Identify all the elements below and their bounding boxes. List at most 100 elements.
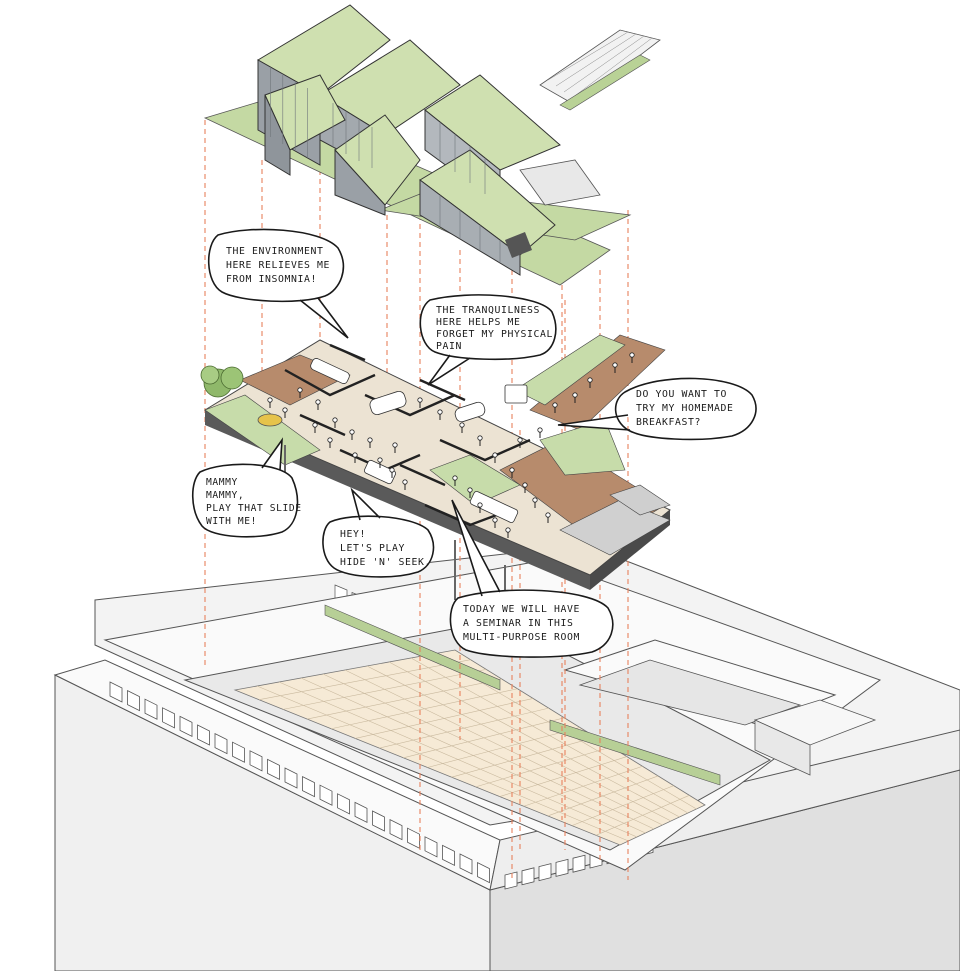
- window: [197, 724, 210, 746]
- tile-line: [278, 681, 638, 838]
- person-figure: [545, 512, 551, 518]
- window: [477, 861, 490, 884]
- bubble-text-seminar: TODAY WE WILL HAVE A SEMINAR IN THIS MUL…: [463, 603, 580, 645]
- person-figure: [367, 437, 373, 443]
- tile-line: [410, 657, 689, 814]
- tile-line: [366, 665, 672, 822]
- person-figure: [332, 417, 338, 423]
- speech-bubbles: [191, 228, 757, 658]
- window: [521, 867, 535, 886]
- person-figure: [312, 422, 318, 428]
- person-figure: [505, 527, 511, 533]
- window: [179, 715, 193, 738]
- bubble-line: TODAY WE WILL HAVE: [463, 604, 580, 615]
- courtyard-floor: [233, 649, 706, 846]
- person-figure: [477, 502, 483, 508]
- window: [389, 818, 403, 841]
- tile-line: [344, 669, 663, 826]
- window: [319, 784, 333, 806]
- bubble-line: PAIN: [436, 341, 462, 352]
- bubble-line: WITH ME!: [206, 516, 258, 527]
- bubble-line: A SEMINAR IN THIS: [463, 618, 574, 629]
- bubble-shape-insomnia: [207, 228, 349, 339]
- person-figure: [352, 452, 358, 458]
- person-figure: [349, 429, 355, 435]
- person-figure: [459, 422, 465, 428]
- bubble-line: BREAKFAST?: [636, 417, 701, 428]
- window: [442, 844, 455, 867]
- people-figures: [267, 352, 635, 538]
- bubble-line: PLAY THAT SLIDE: [206, 503, 302, 514]
- window: [337, 793, 350, 815]
- tile-line: [300, 677, 646, 834]
- window: [424, 836, 438, 858]
- tree: [200, 365, 244, 398]
- bubble-line: THE ENVIRONMENT: [226, 246, 324, 257]
- window: [249, 750, 263, 772]
- bubble-text-tranquilness: THE TRANQUILNESS HERE HELPS ME FORGET MY…: [436, 305, 553, 353]
- person-figure: [612, 362, 618, 368]
- bubble-line: LET'S PLAY: [340, 543, 405, 554]
- tile-line: [322, 673, 655, 830]
- bubble-line: MAMMY: [206, 477, 238, 488]
- bubble-shape-tranquilness: [419, 294, 557, 386]
- person-figure: [517, 437, 523, 443]
- courtyard-grid: [256, 653, 697, 842]
- bubble-text-breakfast: DO YOU WANT TO TRY MY HOMEMADE BREAKFAST…: [636, 388, 733, 430]
- bubble-line: HIDE 'N' SEEK.: [340, 557, 431, 568]
- bubble-text-slide: MAMMY MAMMY, PLAY THAT SLIDE WITH ME!: [206, 476, 302, 528]
- window: [109, 681, 123, 703]
- deck-level: [200, 334, 671, 620]
- bubble-line: MAMMY,: [206, 490, 245, 501]
- window: [555, 858, 569, 877]
- person-figure: [509, 467, 515, 473]
- person-figure: [522, 482, 528, 488]
- person-figure: [452, 475, 458, 481]
- tile-line: [256, 685, 629, 842]
- bubble-line: FORGET MY PHYSICAL: [436, 329, 553, 340]
- person-figure: [492, 517, 498, 523]
- person-figure: [377, 457, 383, 463]
- bubble-text-insomnia: THE ENVIRONMENT HERE RELIEVES ME FROM IN…: [226, 245, 330, 287]
- bubble-shape-seminar: [449, 499, 614, 658]
- person-figure: [327, 437, 333, 443]
- bubble-line: HERE HELPS ME: [436, 317, 521, 328]
- person-figure: [437, 409, 443, 415]
- person-figure: [477, 435, 483, 441]
- person-figure: [552, 402, 558, 408]
- window: [372, 810, 385, 832]
- person-figure: [629, 352, 635, 358]
- window: [572, 854, 586, 873]
- person-figure: [537, 427, 543, 433]
- window: [302, 775, 315, 798]
- person-figure: [392, 442, 398, 448]
- green-roof-level: [203, 4, 661, 286]
- bubble-line: DO YOU WANT TO: [636, 389, 727, 400]
- person-figure: [389, 467, 395, 473]
- window: [162, 707, 175, 729]
- person-figure: [572, 392, 578, 398]
- bubble-text-hide-seek: HEY! LET'S PLAY HIDE 'N' SEEK.: [340, 528, 431, 570]
- person-figure: [587, 377, 593, 383]
- window: [538, 863, 552, 882]
- person-figure: [315, 399, 321, 405]
- window: [267, 758, 280, 781]
- window: [144, 698, 158, 720]
- person-figure: [297, 387, 303, 393]
- person-figure: [417, 397, 423, 403]
- bubble-shape-breakfast: [557, 377, 757, 441]
- window: [284, 767, 298, 789]
- person-figure: [267, 397, 273, 403]
- person-figure: [282, 407, 288, 413]
- window: [214, 732, 228, 755]
- window: [354, 801, 368, 824]
- person-figure: [467, 487, 473, 493]
- bubble-shape-slide: [191, 437, 299, 538]
- person-figure: [402, 479, 408, 485]
- bubble-line: HERE RELIEVES ME: [226, 260, 330, 271]
- window: [504, 871, 518, 890]
- glass-mullions: [270, 67, 501, 263]
- tile-line: [388, 661, 680, 818]
